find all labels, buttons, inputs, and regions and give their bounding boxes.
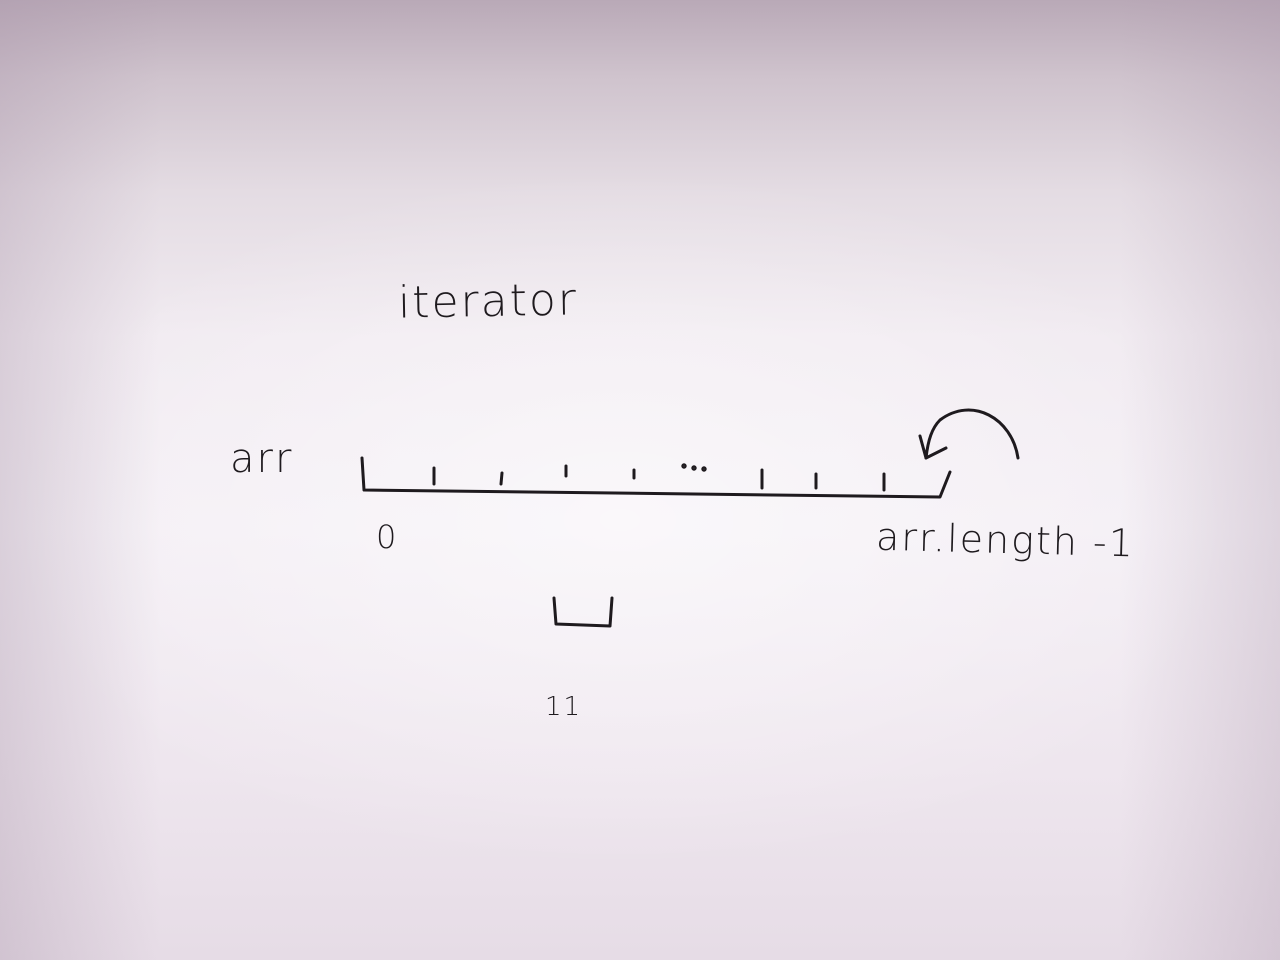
curved-arrow bbox=[924, 408, 1020, 460]
photo-shading-right bbox=[1120, 0, 1280, 960]
ellipsis-dot bbox=[681, 463, 687, 469]
ellipsis-dot bbox=[701, 466, 707, 472]
bottom-mark-label: 11 bbox=[545, 692, 583, 722]
array-tick bbox=[499, 471, 504, 486]
array-bar bbox=[360, 456, 952, 499]
start-index-label: 0 bbox=[376, 518, 399, 556]
ellipsis-dot bbox=[691, 465, 697, 471]
photo-shading-left bbox=[0, 0, 160, 960]
arrowhead bbox=[918, 434, 948, 460]
cup-sketch bbox=[552, 596, 614, 628]
array-name-label: arr bbox=[230, 436, 294, 482]
